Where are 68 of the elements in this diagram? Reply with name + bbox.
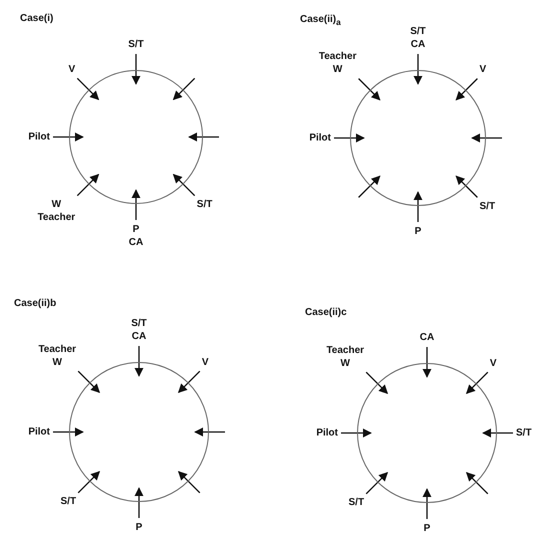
seat-label: V <box>202 356 209 370</box>
seat-label: V <box>490 357 497 370</box>
arrow <box>471 133 502 143</box>
seat-label: S/T <box>131 317 147 330</box>
arrow <box>131 54 141 85</box>
arrow <box>53 427 84 437</box>
seat-label: S/T <box>196 198 212 211</box>
seat-label: W <box>50 198 62 211</box>
seat-label: V <box>68 63 76 76</box>
seat-label: S/T <box>516 426 532 440</box>
arrow <box>456 78 478 100</box>
arrow <box>366 472 388 494</box>
seat-label: P <box>414 225 422 238</box>
arrow <box>334 133 365 143</box>
arrow <box>341 428 372 438</box>
seat-label: CA <box>128 236 144 249</box>
arrow <box>466 472 488 494</box>
arrow <box>76 174 100 196</box>
arrow <box>482 428 513 438</box>
arrow <box>178 370 200 394</box>
arrow <box>53 132 84 142</box>
case-title: Case(i) <box>20 13 54 24</box>
case-title: Case(ii)c <box>305 307 347 318</box>
case-title: Case(ii)b <box>14 298 56 309</box>
arrow <box>78 470 100 494</box>
seat-label: CA <box>131 330 147 343</box>
arrow <box>422 488 432 519</box>
arrow <box>456 176 478 198</box>
seat-label: S/T <box>128 38 144 51</box>
seat-label: P <box>424 522 430 535</box>
arrow <box>131 189 141 220</box>
seat-label: CA <box>410 38 426 51</box>
arrow <box>76 78 100 100</box>
seat-label: W <box>332 63 344 76</box>
seat-label: V <box>480 63 486 76</box>
seat-label: Teacher <box>38 343 76 356</box>
arrow <box>188 132 219 142</box>
seat-label: CA <box>420 331 434 344</box>
arrow <box>172 78 196 100</box>
seat-label: Pilot <box>309 132 331 144</box>
seat-label: P <box>132 223 140 236</box>
arrow <box>366 372 388 394</box>
arrow <box>358 78 380 100</box>
case-title: Case(ii)$_{a}$ <box>300 14 341 27</box>
seat-label: S/T <box>60 494 76 508</box>
arrow <box>413 191 423 222</box>
seat-label: Teacher <box>326 344 364 358</box>
arrow <box>422 347 432 378</box>
seat-label: Pilot <box>316 426 338 440</box>
arrow <box>178 470 200 494</box>
arrow <box>78 370 100 394</box>
seat-label: S/T <box>480 200 496 213</box>
seat-label: S/T <box>348 496 364 509</box>
arrow <box>358 176 380 198</box>
seat-label: Pilot <box>28 426 50 438</box>
seat-label: Teacher <box>38 210 76 224</box>
seat-label: W <box>340 357 351 370</box>
seat-label: P <box>136 521 142 534</box>
seat-label: Teacher <box>318 50 356 64</box>
seat-label: S/T <box>410 25 426 38</box>
arrow <box>194 427 225 437</box>
seat-label: Pilot <box>28 130 50 144</box>
arrow <box>134 487 144 518</box>
seat-label: W <box>52 356 63 370</box>
arrow <box>466 372 488 394</box>
arrow <box>413 54 423 85</box>
arrow <box>172 174 196 196</box>
arrow <box>134 346 144 377</box>
